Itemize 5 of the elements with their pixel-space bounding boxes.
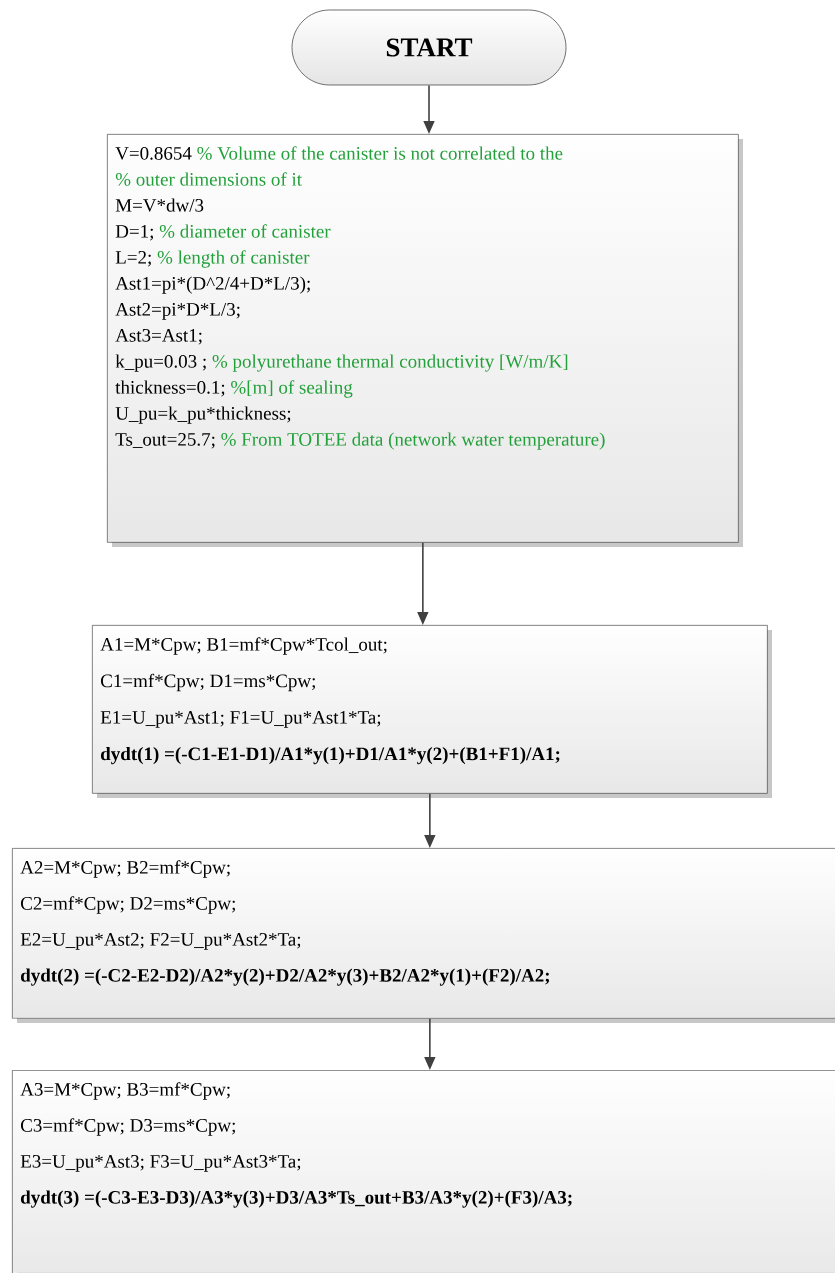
process-box: A1=M*Cpw; B1=mf*Cpw*Tcol_out; C1=mf*Cpw; D1=ms*Cpw; E1=U_pu*Ast1; F1=U_pu*Ast1*Ta; dydt(1) =(-C1-E1-D1)/A1*y(1)+D1/A1*y(2)+(B1+F1)/A1; <box>92 625 772 798</box>
start-terminal: START <box>291 9 567 86</box>
process-box: A2=M*Cpw; B2=mf*Cpw; C2=mf*Cpw; D2=ms*Cpw; E2=U_pu*Ast2; F2=U_pu*Ast2*Ta; dydt(2) =(-C2-E2-D2)/A2*y(2)+D2/A2*y(3)+B2/A2*y(1)+(F2)/A2; <box>12 848 835 1023</box>
process-box: A3=M*Cpw; B3=mf*Cpw; C3=mf*Cpw; D3=ms*Cpw; E3=U_pu*Ast3; F3=U_pu*Ast3*Ta; dydt(3) =(-C3-E3-D3)/A3*y(3)+D3/A3*Ts_out+B3/A3*y(2)+(F3)/A3; <box>12 1070 835 1273</box>
process-box: V=0.8654 % Volume of the canister is not correlated to the % outer dimensions of it M=V*dw/3 D=1; % diameter of canister L=2; % length of canister Ast1=pi*(D^2/4+D*L/3); Ast2=pi*D*L/3; Ast3=Ast1; k_pu=0.03 ; % polyurethane thermal conductivity [W/m/K] thickness=0.1; %[m] of sealing U_pu=k_pu*thickness; Ts_out=25.7; % From TOTEE data (network water temperature) <box>107 134 743 547</box>
